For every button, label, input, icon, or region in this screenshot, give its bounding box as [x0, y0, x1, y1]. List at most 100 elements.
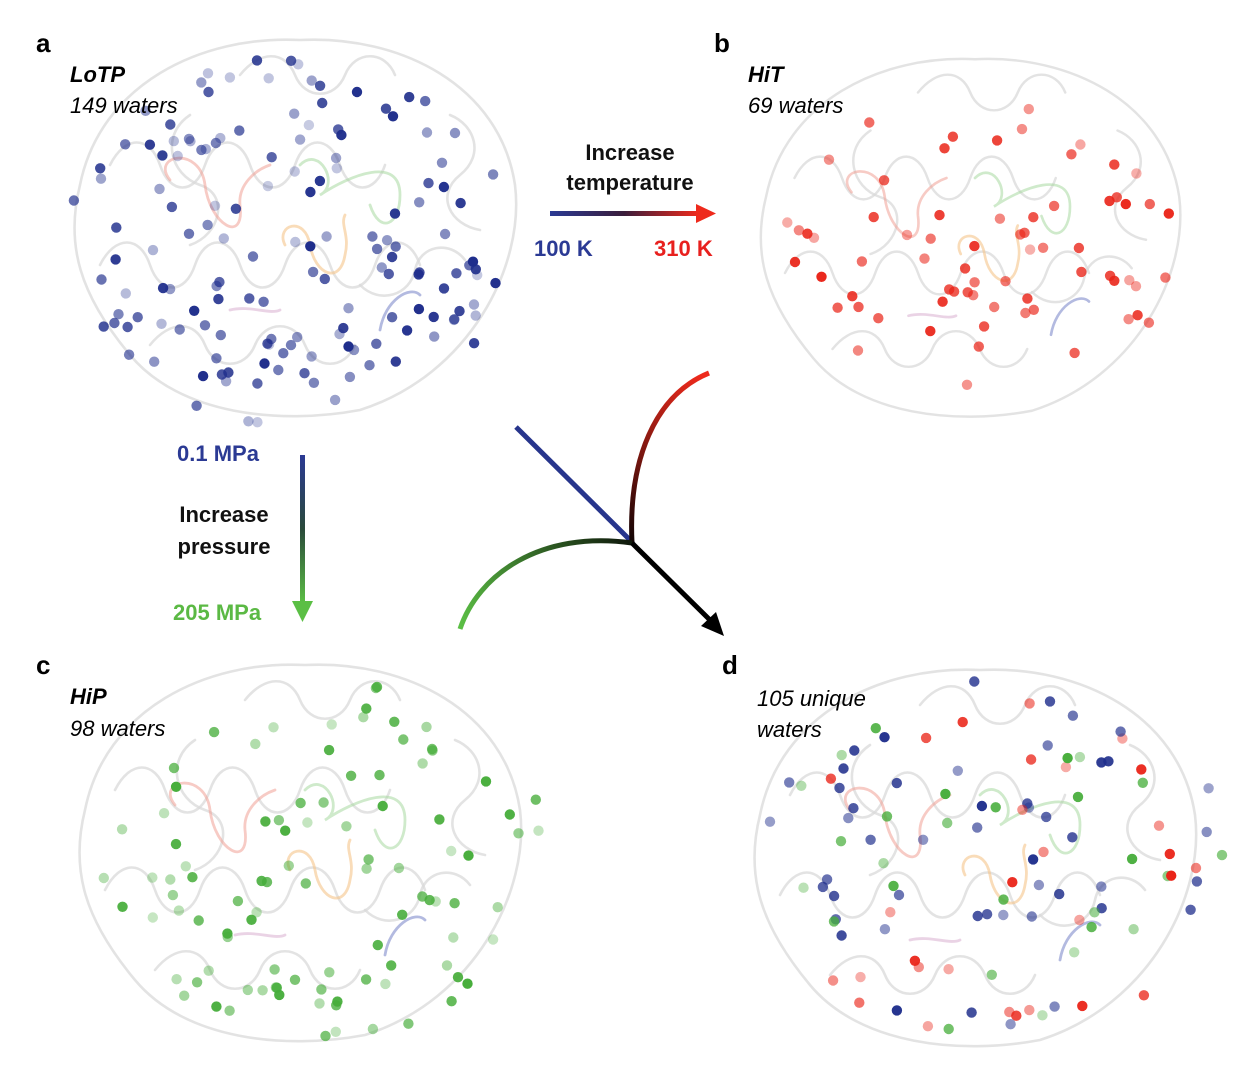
water-dot — [330, 1026, 341, 1038]
water-dot — [211, 280, 222, 292]
water-dot — [798, 882, 809, 893]
water-dot — [260, 816, 271, 827]
water-dot — [144, 139, 156, 150]
water-dot — [401, 325, 413, 336]
water-dot — [827, 975, 839, 986]
water-dot — [1062, 752, 1073, 764]
water-dot — [273, 815, 285, 826]
water-dot — [283, 860, 294, 871]
panel-letter: d — [722, 650, 738, 680]
water-dot — [1024, 244, 1036, 255]
water-dot — [329, 394, 341, 406]
water-dot — [1015, 229, 1026, 240]
water-dot — [179, 990, 190, 1001]
water-dot — [376, 262, 387, 273]
temperature-arrow-head — [696, 204, 716, 223]
water-dot — [901, 229, 913, 241]
water-dot — [420, 95, 431, 107]
water-dot — [436, 157, 448, 168]
water-dot — [873, 313, 884, 324]
water-dot — [879, 924, 891, 935]
water-dot — [438, 181, 450, 193]
water-dot — [242, 984, 253, 996]
water-dot — [957, 716, 968, 728]
water-dot — [172, 150, 183, 162]
water-dot — [470, 264, 481, 275]
water-dot — [251, 55, 263, 66]
water-dot — [1017, 804, 1028, 815]
water-dot — [438, 283, 450, 294]
water-dot — [942, 817, 953, 829]
water-dot — [271, 982, 282, 993]
water-dot — [166, 201, 178, 213]
water-dot — [280, 825, 291, 836]
water-dot — [319, 273, 330, 285]
unique-waters-line2: waters — [757, 717, 822, 742]
water-dot — [452, 972, 464, 983]
water-dot — [334, 328, 345, 340]
water-dot — [149, 356, 160, 367]
water-dot — [487, 169, 499, 180]
water-dot — [259, 358, 270, 369]
water-dot — [1096, 757, 1107, 768]
water-dot — [320, 1030, 331, 1042]
water-dot — [917, 834, 929, 845]
water-dot — [147, 912, 158, 923]
water-dot — [372, 939, 383, 951]
water-dot — [870, 723, 881, 734]
water-dot — [1109, 275, 1120, 286]
water-dot — [417, 758, 428, 769]
merged-arrow-head — [701, 612, 724, 636]
protein-ribbon — [78, 663, 523, 1043]
water-dot — [300, 878, 311, 889]
water-dot — [1066, 149, 1077, 160]
water-dot — [828, 916, 840, 927]
water-dot — [937, 296, 948, 307]
water-dot — [1069, 947, 1080, 958]
water-dot — [307, 266, 319, 278]
water-dot — [823, 154, 835, 165]
water-dot — [835, 836, 847, 847]
water-dot — [211, 353, 222, 364]
water-dot — [492, 902, 503, 913]
water-dot — [331, 163, 342, 174]
water-dot — [940, 788, 951, 800]
water-dot — [832, 302, 843, 313]
water-dot — [922, 1020, 934, 1032]
water-dot — [341, 821, 352, 832]
water-dot — [990, 802, 1001, 813]
water-dot — [324, 967, 335, 978]
water-dot — [969, 676, 980, 687]
pressure-title-2: pressure — [178, 534, 271, 559]
water-dot — [95, 163, 106, 174]
water-dot — [191, 977, 203, 988]
water-dot — [836, 930, 847, 941]
water-dot — [224, 1005, 235, 1016]
panel-letter: a — [36, 28, 51, 58]
hip-merge-arc — [457, 538, 633, 630]
water-dot — [234, 125, 245, 136]
water-dot — [390, 241, 401, 252]
temperature-from: 100 K — [534, 236, 593, 261]
water-dot — [299, 368, 310, 379]
unique-waters-line1: 105 unique — [757, 686, 866, 711]
water-dot — [1120, 198, 1132, 210]
water-dot — [816, 271, 827, 282]
water-dot — [1038, 846, 1049, 858]
water-dot — [122, 321, 133, 333]
water-dot — [397, 909, 408, 920]
hit-merge-arc — [629, 370, 710, 544]
water-dot — [314, 80, 326, 92]
water-dot — [308, 377, 320, 388]
water-dot — [120, 288, 131, 299]
water-dot — [1022, 293, 1033, 304]
water-dot — [203, 86, 214, 98]
water-dot — [266, 333, 277, 345]
water-dot — [1028, 212, 1039, 223]
water-dot — [171, 974, 182, 985]
water-dot — [976, 800, 988, 812]
water-dot — [1076, 266, 1087, 278]
water-dot — [306, 75, 317, 86]
water-dot — [386, 251, 398, 263]
